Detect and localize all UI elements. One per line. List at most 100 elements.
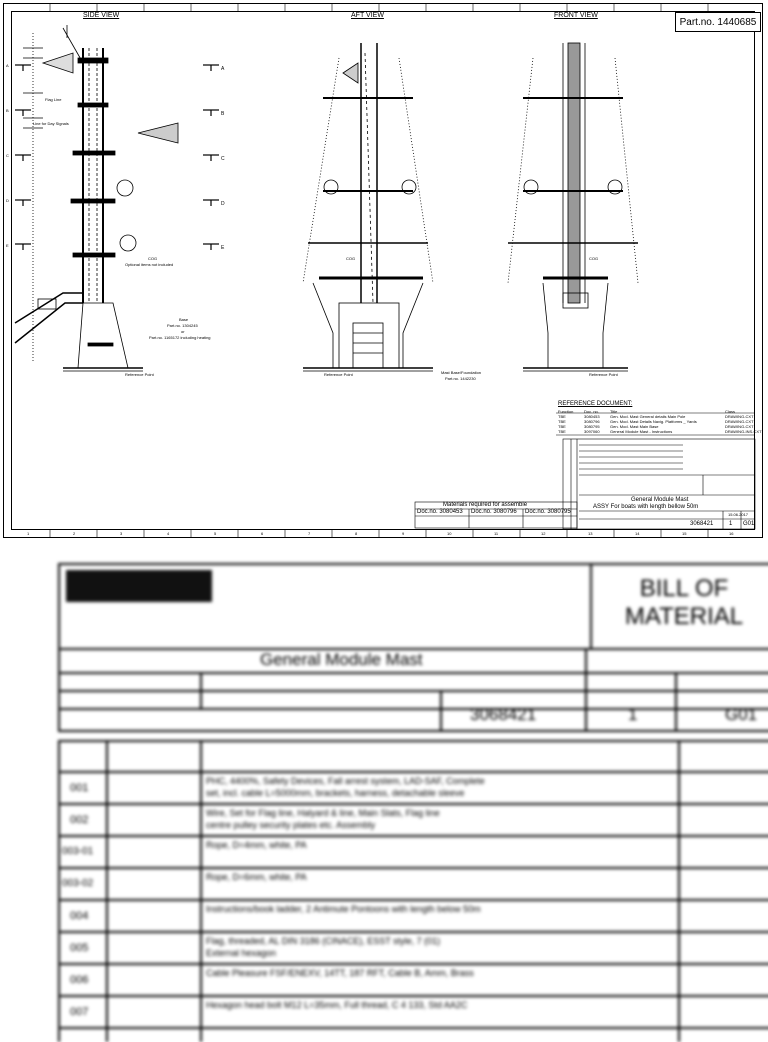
cog-label-side: COG [148,256,158,261]
section-markers [15,64,219,250]
ref-row-class: DRAWING-CXT [725,419,754,424]
row-letter-e: E [6,243,9,248]
ref-row-function: TBE [558,414,566,419]
bom-product-name: General Module Mast [260,650,423,669]
day-signals-label: Line for Day Signals [33,121,69,126]
section-label-b: B [221,111,225,117]
base-or-label: or [181,329,185,334]
col-number: 14 [635,531,640,536]
drawing-title: General Module Mast [631,497,689,503]
col-number: 3 [120,531,123,536]
row-description: Cable Pleasure FSF/ENEXV, 14TT, 187 RFT,… [206,968,474,978]
table-row: 005 [70,942,89,954]
col-number: 8 [355,531,358,536]
bom-rev: G01 [725,705,758,724]
row-description: Rope, D=4mm, white, PA [206,840,307,850]
optional-items-label: Optional items not included [125,262,174,267]
row-letter-a: A [6,63,9,68]
bill-of-material-sheet: BILL OF MATERIAL General Module Mast 306… [54,563,768,1042]
engineering-drawing: SIDE VIEW AFT VIEW FRONT VIEW Part.no. 1… [3,3,763,538]
reference-table [556,412,755,436]
table-row: 003-01 [62,846,94,857]
side-view-title: SIDE VIEW [83,12,120,19]
col-number: 15 [682,531,687,536]
front-view-title: FRONT VIEW [554,12,598,19]
ref-col-docno: Doc. no. [584,409,599,414]
reference-point-side: Reference Point [125,372,154,377]
ref-col-class: Class [725,409,736,414]
row-description: Instructions/book ladder, 2 Antimute Pon… [206,904,481,914]
section-label-c: C [221,156,225,162]
col-number: 10 [447,531,452,536]
ref-row-class: DRAWING-INS-CXT [725,429,762,434]
bom-header: BILL OF MATERIAL General Module Mast 306… [58,563,768,732]
ref-row-title: Gen. Mod. Mast Details Navig. Platforms … [610,419,697,424]
col-number: 13 [588,531,593,536]
materials-heading: Materials required for assemble [443,502,528,508]
bom-doc-no: 3068421 [470,705,537,724]
row-description: Flag, threaded, AL DIN 3186 (CINACE), ES… [206,936,441,946]
company-logo [66,570,212,602]
reference-heading: REFERENCE DOCUMENT: [558,401,633,407]
ref-row-function: TBE [558,424,566,429]
row-description: Hexagon head bolt M12 L=35mm, Full threa… [206,1000,468,1010]
materials-doc: Doc.no. 3080796 [471,509,517,515]
base-part-label: Part.no. 1304245 [167,323,198,328]
drawing-date: 15.06.2017 [728,512,749,517]
bom-title: BILL OF MATERIAL [624,575,744,630]
front-view-drawing [507,42,639,372]
materials-doc: Doc.no. 3080453 [417,509,463,515]
table-row: 004 [70,910,89,922]
reference-point-front: Reference Point [589,372,618,377]
table-row: 007 [70,1006,89,1018]
ref-col-title: Title [610,409,618,414]
ref-row-title: General Module Mast - Instructions [610,429,673,434]
col-number: 5 [214,531,217,536]
table-row: 003-02 [62,878,94,889]
part-number: Part.no. 1440685 [675,12,761,32]
row-letter-b: B [6,108,9,113]
row-description-2: External hexagon [206,948,277,958]
reference-point-aft: Reference Point [324,372,353,377]
ref-row-docno: 3097060 [584,429,600,434]
row-letter-c: C [6,153,9,158]
section-label-a: A [221,66,225,72]
ref-row-function: TBE [558,419,566,424]
base-part2-label: Part.no. 1165172 including heating [149,335,211,340]
col-number: 16 [729,531,734,536]
ref-row-title: Gen. Mod. Mast General details Main Pole [610,414,686,419]
side-view-drawing [14,25,179,372]
ref-row-class: DRAWING-CXT [725,424,754,429]
drawing-canvas [3,3,763,538]
ref-col-function: Function [558,409,574,414]
mast-base-part-label: Part.no. 1442230 [445,376,476,381]
frame-ticks [49,3,709,538]
flag-line-label: Flag Line [45,97,62,102]
cog-label-front: COG [589,256,599,261]
col-number: 6 [261,531,264,536]
section-label-d: D [221,201,225,207]
table-row: 002 [70,814,89,826]
col-number: 1 [27,531,30,536]
table-row: 006 [70,974,89,986]
drawing-sheet: 1 [729,521,733,527]
ref-row-docno: 3080795 [584,424,600,429]
col-number: 9 [402,531,405,536]
row-description: Rope, D=6mm, white, PA [206,872,307,882]
drawing-rev: G01 [743,521,755,527]
col-number: 4 [167,531,170,536]
cog-label-aft: COG [346,256,356,261]
ref-row-class: DRAWING-CXT [725,414,754,419]
col-number: 11 [494,531,499,536]
ref-row-function: TBE [558,429,566,434]
ref-row-title: Gen. Mod. Mast Main Base [610,424,659,429]
drawing-subtitle: ASSY For boats with length bellow 50m [593,504,699,510]
table-row: 001 [70,782,89,794]
aft-view-title: AFT VIEW [351,12,384,19]
col-number: 2 [73,531,76,536]
aft-view-drawing [302,43,434,372]
row-description-2: centre pulley security plates etc. Assem… [206,820,376,830]
base-label: Base [179,317,189,322]
row-description-2: set, incl. cable L=5000mm, brackets, har… [206,788,465,798]
col-number: 12 [541,531,546,536]
